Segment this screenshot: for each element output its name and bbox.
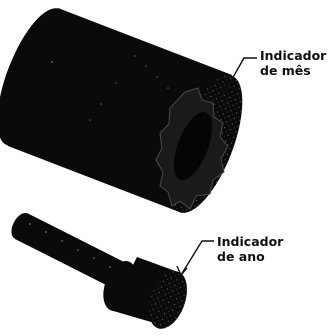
year-pin-tip [11,213,31,239]
year-indicator-leader [176,240,214,277]
month-cylinder-back-end [0,8,69,146]
month-indicator-label-line1: Indicador [260,48,327,63]
year-indicator-label-line2: de ano [217,249,265,264]
year-pin-highlights [29,223,111,268]
month-indicator-bore [173,111,213,181]
month-indicator-cylinder [0,8,243,213]
month-leader-arrowhead [219,83,231,95]
year-indicator-label: Indicador de ano [217,234,283,264]
year-pin-head-back [103,261,137,311]
year-indicator-face [149,271,187,329]
year-indicator-pin [11,213,187,329]
year-leader-arrowhead [176,265,188,277]
month-indicator-leader [219,57,257,95]
month-indicator-label-line2: de mês [260,63,311,78]
month-indicator-label: Indicador de mês [260,48,326,78]
month-cylinder-highlights [51,55,169,121]
year-indicator-label-line1: Indicador [217,234,284,249]
